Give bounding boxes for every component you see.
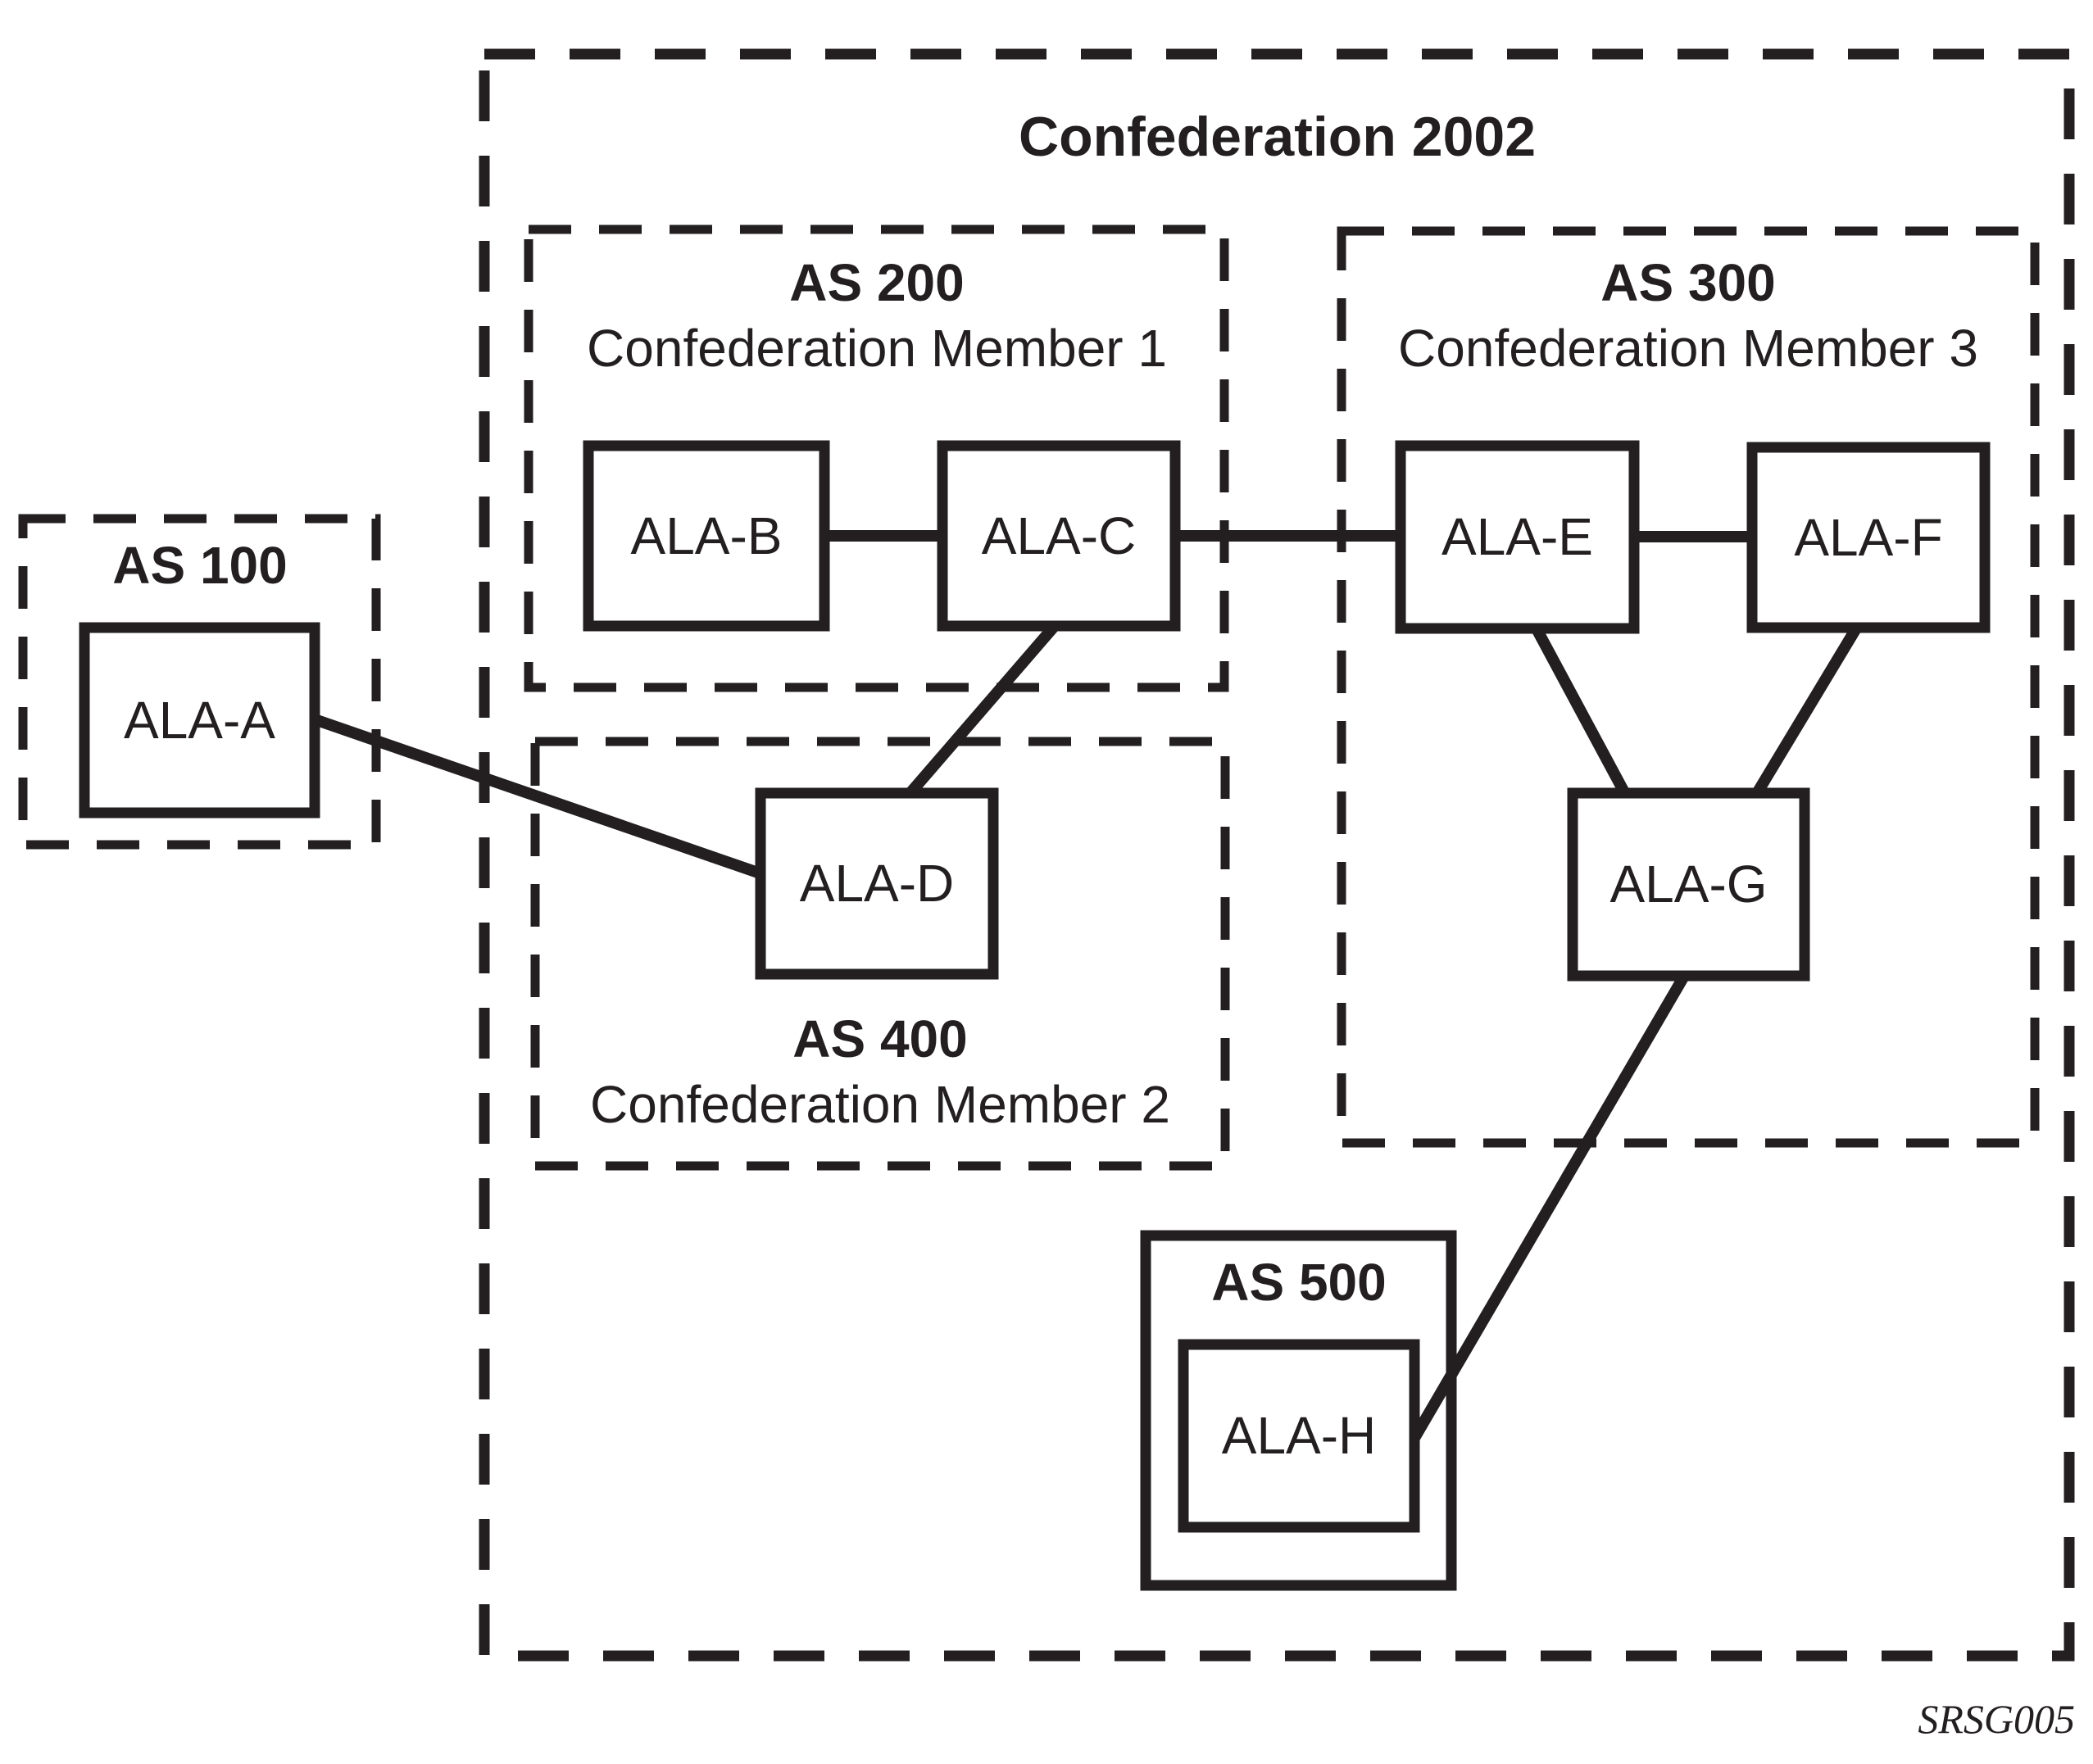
router-box-ala-h <box>1178 1339 1420 1533</box>
confederation-2002-border <box>479 48 2075 1662</box>
as500-border <box>1140 1230 1457 1591</box>
link-ala-a-ala-d <box>307 712 777 884</box>
router-label-ala-c: ALA-C <box>981 506 1137 565</box>
router-label-ala-e: ALA-E <box>1441 507 1593 566</box>
as300-name: AS 300 <box>1600 253 1776 312</box>
as400-subtitle: Confederation Member 2 <box>590 1075 1170 1134</box>
link-ala-e-ala-g <box>1528 621 1635 805</box>
router-label-ala-g: ALA-G <box>1609 855 1768 914</box>
as500-name: AS 500 <box>1211 1253 1387 1312</box>
watermark-text: SRSG005 <box>1918 1696 2075 1742</box>
router-label-ala-b: ALA-B <box>630 506 783 565</box>
as300-subtitle: Confederation Member 3 <box>1398 319 1978 378</box>
router-box-ala-c <box>937 440 1181 632</box>
link-ala-c-ala-d <box>898 617 1064 805</box>
router-box-ala-a <box>79 622 320 819</box>
router-box-ala-d <box>755 787 999 980</box>
router-label-ala-h: ALA-H <box>1221 1406 1377 1465</box>
as100-name: AS 100 <box>112 536 288 595</box>
router-box-ala-e <box>1395 440 1640 634</box>
as300-border <box>1337 226 2040 1148</box>
as200-border <box>524 224 1229 692</box>
router-box-ala-b <box>583 440 830 632</box>
as400-name: AS 400 <box>792 1009 968 1068</box>
router-label-ala-f: ALA-F <box>1794 508 1943 567</box>
as100-border <box>18 514 381 850</box>
as200-subtitle: Confederation Member 1 <box>587 319 1167 378</box>
router-label-ala-a: ALA-A <box>124 691 275 750</box>
router-box-ala-f <box>1746 442 1991 633</box>
link-ala-g-ala-h <box>1405 970 1691 1447</box>
router-box-ala-g <box>1567 787 1810 982</box>
as200-name: AS 200 <box>789 253 965 312</box>
diagram-title: Confederation 2002 <box>1018 106 1537 168</box>
router-label-ala-d: ALA-D <box>799 854 955 913</box>
link-ala-f-ala-g <box>1747 621 1864 805</box>
